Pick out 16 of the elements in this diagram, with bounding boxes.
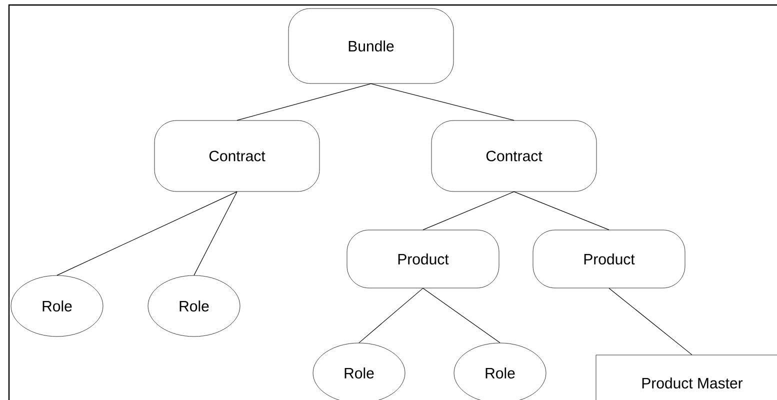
connector-line xyxy=(422,191,514,230)
connector-line xyxy=(608,288,692,356)
connector-line xyxy=(358,288,424,344)
rounded-box: Contract xyxy=(154,120,320,192)
connector-line xyxy=(514,191,610,230)
rounded-box: Product xyxy=(532,230,686,288)
connector-line xyxy=(56,191,238,276)
connector-line xyxy=(236,83,372,121)
ellipse-node: Role xyxy=(148,275,240,337)
ellipse-node: Role xyxy=(10,275,104,337)
connector-line xyxy=(194,191,238,276)
rounded-box: Contract xyxy=(431,120,597,192)
connector-line xyxy=(370,83,514,121)
rounded-box: Product xyxy=(346,230,500,288)
rounded-box: Bundle xyxy=(288,8,454,84)
connector-line xyxy=(422,288,500,344)
